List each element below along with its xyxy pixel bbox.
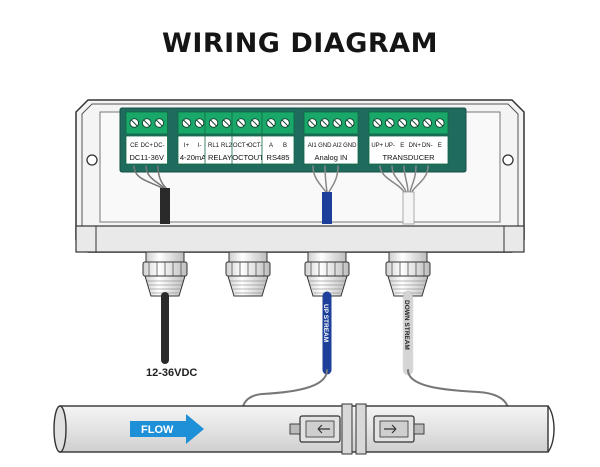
pin-label: I-	[198, 143, 202, 149]
pin-label: E	[400, 143, 404, 149]
pin-label: DC-	[154, 143, 165, 149]
terminal-block-octout: OCT+OCT- OCTOUT	[231, 111, 265, 165]
terminal-caption: TRANSDUCER	[382, 153, 435, 162]
terminal-caption: RELAY	[208, 153, 232, 162]
terminal-caption: Analog IN	[315, 153, 348, 162]
pin-label: UP-	[385, 143, 395, 149]
pin-label: AI1	[308, 143, 318, 149]
cable-gland-icon	[225, 251, 271, 297]
pin-label: DN-	[422, 143, 433, 149]
flow-label: FLOW	[141, 424, 174, 436]
pin-label: AI2	[333, 143, 343, 149]
pin-label: DN+	[409, 143, 422, 149]
pin-label: OCT+	[233, 143, 250, 149]
transducer-cable-internal	[402, 191, 415, 225]
pin-label: GND	[343, 143, 357, 149]
transducer-icon	[289, 415, 341, 443]
transducer-clamp	[341, 403, 367, 455]
cable-gland-icon	[304, 251, 350, 297]
diagram-title: WIRING DIAGRAM	[162, 28, 438, 59]
pin-label: DC+	[141, 143, 154, 149]
terminal-caption: 4-20mA	[180, 153, 206, 162]
pin-label: RL1	[208, 143, 220, 149]
pin-label: E	[438, 143, 442, 149]
terminal-block-rs485: A B RS485	[261, 111, 295, 165]
pin-label: CE	[130, 143, 138, 149]
transducer-icon	[373, 415, 425, 443]
cable-gland-icon	[385, 251, 431, 297]
up-stream-label: UP STREAM	[322, 304, 329, 342]
internal-wiring	[133, 165, 429, 193]
power-cable-internal	[160, 188, 170, 224]
external-cables	[161, 290, 510, 429]
pin-label: UP+	[371, 143, 383, 149]
mounting-hole-icon	[502, 154, 514, 166]
terminal-block-current: I+ I- 4-20mA	[177, 111, 209, 165]
pin-label: RL2	[221, 143, 233, 149]
terminal-caption: DC11-36V	[130, 153, 164, 162]
mounting-hole-icon	[86, 154, 98, 166]
pin-label: A	[269, 143, 273, 149]
power-supply-label: 12-36VDC	[146, 367, 197, 379]
cable-gland-icon	[142, 251, 188, 297]
terminal-caption: OCTOUT	[232, 153, 264, 162]
pin-label: OCT-	[248, 143, 262, 149]
down-stream-label: DOWN STREAM	[403, 300, 410, 350]
pin-label: I+	[184, 143, 190, 149]
analog-cable-internal	[322, 192, 332, 224]
pin-label: B	[283, 143, 287, 149]
pin-label: GND	[318, 143, 332, 149]
terminal-caption: RS485	[267, 153, 290, 162]
flow-arrow-icon	[130, 414, 204, 444]
